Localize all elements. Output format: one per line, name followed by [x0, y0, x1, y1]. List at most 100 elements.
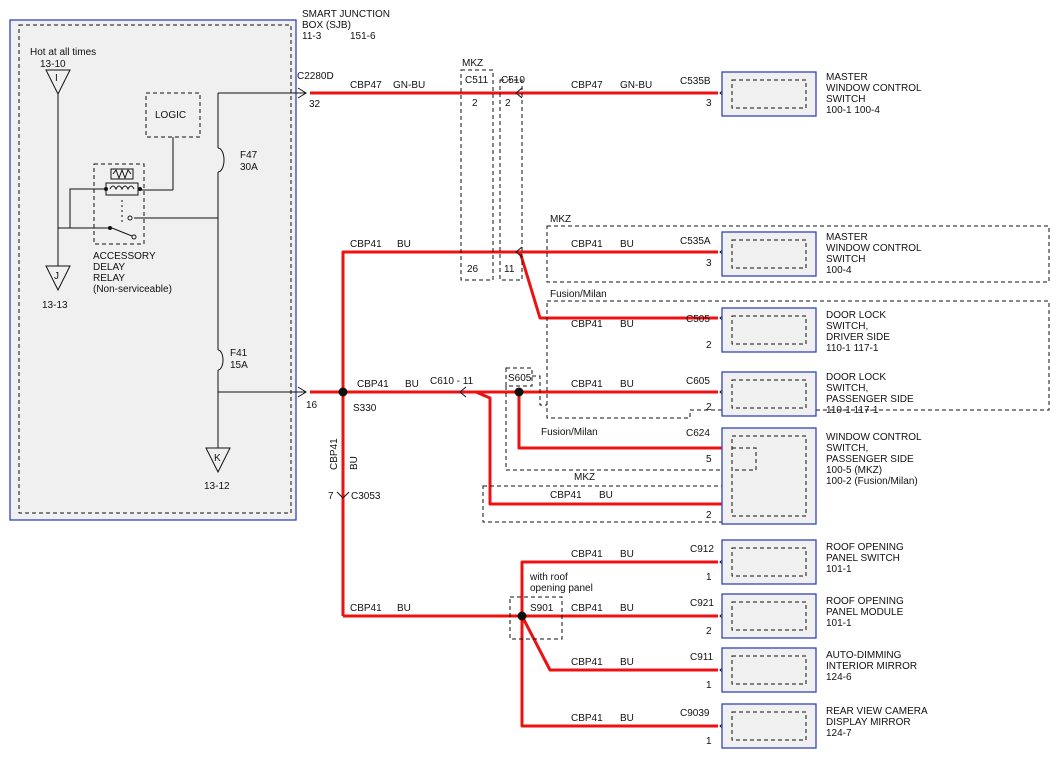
comp6-line-1: ROOF OPENING	[826, 542, 904, 553]
pin-16: 16	[306, 400, 318, 411]
comp7-line-1: ROOF OPENING	[826, 596, 904, 607]
comp8-line-3: 124-6	[826, 672, 852, 683]
comp9-wire: CBP41	[571, 713, 603, 724]
component-door-lock-driver: CBP41 BU C505 2 DOOR LOCK SWITCH, DRIVER…	[571, 307, 890, 354]
comp8-wire: CBP41	[571, 657, 603, 668]
pin-7: 7	[328, 491, 334, 502]
comp4-line-4: 110-1 117-1	[826, 405, 879, 416]
fuse-f41-amps: 15A	[230, 360, 248, 371]
mkz-label: MKZ	[462, 58, 483, 69]
mkz-pin-2b: 2	[505, 98, 511, 109]
comp5-line-1: WINDOW CONTROL	[826, 432, 922, 443]
comp6-pin: 1	[706, 572, 712, 583]
component-window-control-passenger: CBP41 BU C624 5 2 WINDOW CONTROL SWITCH,…	[550, 427, 922, 525]
comp2-pin: 3	[706, 258, 712, 269]
comp5-pin2: 2	[706, 510, 712, 521]
comp6-connector: C912	[690, 544, 714, 555]
terminal-j-icon	[45, 265, 71, 292]
relay-line-1: ACCESSORY	[93, 251, 156, 262]
comp8-line-1: AUTO-DIMMING	[826, 650, 902, 661]
comp9-line-2: DISPLAY MIRROR	[826, 717, 911, 728]
comp8-connector: C911	[690, 652, 714, 663]
mkz-pin-2a: 2	[472, 98, 478, 109]
mkz-connector-group: MKZ C511 C510 2 2 26 11	[460, 58, 525, 281]
comp5-line-3: PASSENGER SIDE	[826, 454, 914, 465]
comp4-connector: C605	[686, 376, 710, 387]
c511-label: C511	[465, 75, 489, 86]
comp9-pin: 1	[706, 736, 712, 747]
mkz-pin-26: 26	[467, 264, 479, 275]
comp4-line-1: DOOR LOCK	[826, 372, 886, 383]
term-j: J	[54, 271, 59, 282]
comp2-connector: C535A	[680, 236, 711, 247]
term-k-ref: 13-12	[204, 481, 230, 492]
sjb-title-1: SMART JUNCTION	[302, 9, 390, 20]
comp3-color: BU	[620, 319, 634, 330]
smart-junction-box: SMART JUNCTION BOX (SJB) 11-3 151-6 Hot …	[9, 9, 390, 521]
comp5-line-4: 100-5 (MKZ)	[826, 465, 882, 476]
term-i: I	[55, 73, 58, 84]
comp8-pin: 1	[706, 680, 712, 691]
component-rear-view-camera-mirror: CBP41 BU C9039 1 REAR VIEW CAMERA DISPLA…	[571, 703, 928, 749]
comp8-line-2: INTERIOR MIRROR	[826, 661, 917, 672]
comp4-line-3: PASSENGER SIDE	[826, 394, 914, 405]
roof-note-2: opening panel	[530, 583, 593, 594]
comp7-connector: C921	[690, 598, 714, 609]
comp3-line-2: SWITCH,	[826, 321, 868, 332]
comp7-color: BU	[620, 603, 634, 614]
splice-s330-icon	[338, 387, 348, 397]
hot-label: Hot at all times	[30, 47, 96, 58]
wire-bu-vert: BU	[349, 456, 360, 470]
mkz-a-label: MKZ	[550, 214, 571, 225]
term-i-ref: 13-10	[40, 59, 66, 70]
fusion-milan-b-label: Fusion/Milan	[541, 427, 598, 438]
comp3-connector: C505	[686, 314, 710, 325]
splice-s901-icon	[517, 611, 527, 621]
wire-cbp41-s330: CBP41	[357, 379, 389, 390]
wire-cbp41-bottom: CBP41	[350, 603, 382, 614]
comp2-line-2: WINDOW CONTROL	[826, 243, 922, 254]
fuse-f41-icon	[217, 349, 224, 371]
relay-line-4: (Non-serviceable)	[93, 284, 172, 295]
comp1-line-1: MASTER	[826, 72, 868, 83]
s330-label: S330	[353, 403, 377, 414]
comp9-connector: C9039	[680, 708, 710, 719]
wire-cbp47-a: CBP47	[350, 80, 382, 91]
comp7-pin: 2	[706, 626, 712, 637]
comp4-color: BU	[620, 379, 634, 390]
comp4-wire: CBP41	[571, 379, 603, 390]
splice-s605-icon	[514, 387, 524, 397]
wire-bu-main: BU	[397, 239, 411, 250]
comp5-line-2: SWITCH,	[826, 443, 868, 454]
comp1-connector: C535B	[680, 76, 711, 87]
comp2-line-3: SWITCH	[826, 254, 865, 265]
comp7-line-3: 101-1	[826, 618, 852, 629]
component-roof-panel-module: CBP41 BU C921 2 ROOF OPENING PANEL MODUL…	[571, 593, 904, 639]
comp7-line-2: PANEL MODULE	[826, 607, 904, 618]
comp5-color: BU	[599, 490, 613, 501]
comp6-line-2: PANEL SWITCH	[826, 553, 900, 564]
wires: CBP47 GN-BU CBP47 GN-BU CBP41 BU CBP41 B…	[310, 80, 757, 732]
sjb-title-2: BOX (SJB)	[302, 20, 351, 31]
component-master-window-switch-b: CBP41 BU C535A 3 MASTER WINDOW CONTROL S…	[571, 231, 922, 277]
comp1-line-3: SWITCH	[826, 94, 865, 105]
comp7-wire: CBP41	[571, 603, 603, 614]
logic-label: LOGIC	[155, 110, 186, 121]
component-master-window-switch-a: C535B 3 MASTER WINDOW CONTROL SWITCH 100…	[680, 71, 922, 117]
comp3-line-3: DRIVER SIDE	[826, 332, 890, 343]
comp4-line-2: SWITCH,	[826, 383, 868, 394]
comp3-line-4: 110-1 117-1	[826, 343, 879, 354]
fuse-f47-icon	[217, 147, 225, 173]
wire-bu-bottom: BU	[397, 603, 411, 614]
comp6-line-3: 101-1	[826, 564, 852, 575]
wire-gnbu-a: GN-BU	[393, 80, 425, 91]
fusion-milan-a-label: Fusion/Milan	[550, 289, 607, 300]
comp1-pin: 3	[706, 98, 712, 109]
comp5-connector: C624	[686, 428, 710, 439]
wire-cbp41-vert: CBP41	[329, 438, 340, 470]
comp9-line-1: REAR VIEW CAMERA	[826, 706, 928, 717]
roof-note-1: with roof	[529, 572, 568, 583]
c610-label: C610 - 11	[430, 376, 474, 387]
comp3-wire: CBP41	[571, 319, 603, 330]
